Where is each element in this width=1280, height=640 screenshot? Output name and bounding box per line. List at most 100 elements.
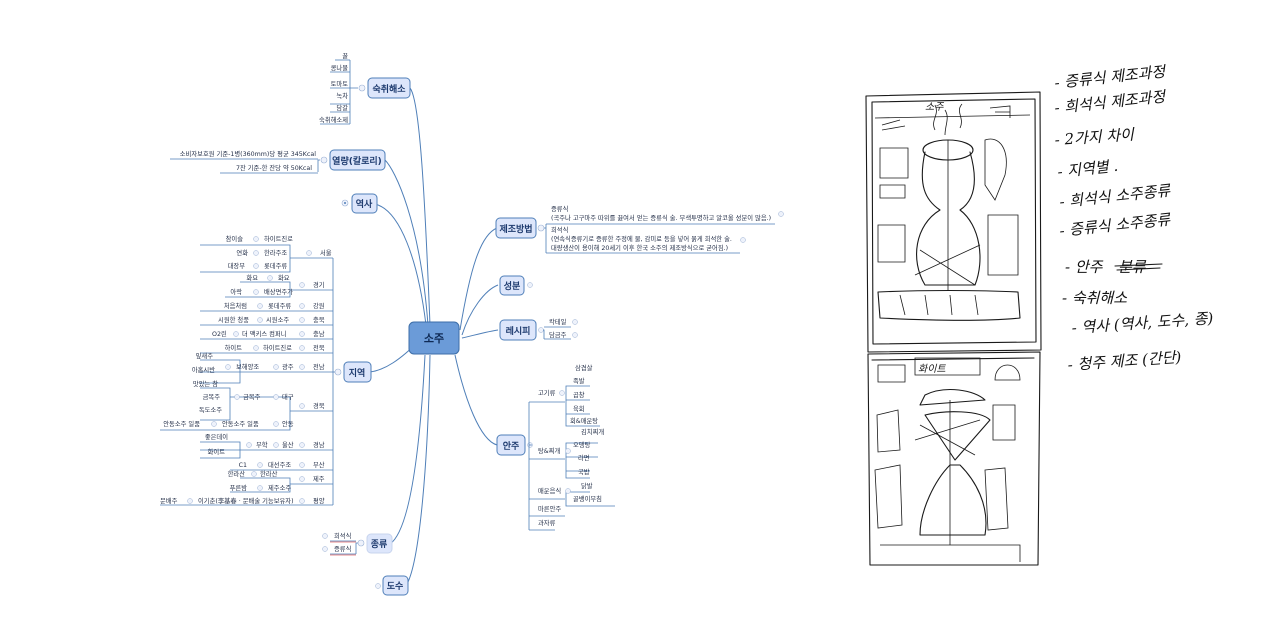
leaf-hangover[interactable]: 토마토 xyxy=(331,79,349,88)
branch-ingredients-label[interactable]: 성분 xyxy=(504,280,521,292)
leaf-snack-group[interactable]: 탕&찌개 xyxy=(538,446,560,455)
leaf-maker[interactable]: 하이트진로 xyxy=(263,343,292,352)
leaf-method-title[interactable]: 희석식 xyxy=(551,225,568,234)
leaf-calories[interactable]: 소비자보호원 기준-1병(360mm)당 평균 345Kcal xyxy=(180,149,316,158)
expand-toggle-icon[interactable] xyxy=(572,332,578,338)
collapse-toggle-icon[interactable] xyxy=(565,488,571,494)
leaf-calories[interactable]: 7잔 기준-한 잔당 약 50Kcal xyxy=(236,163,312,172)
collapse-toggle-icon[interactable] xyxy=(334,368,342,376)
leaf-type[interactable]: 희석식 xyxy=(334,531,351,540)
branch-hangover-label[interactable]: 숙취해소 xyxy=(372,83,406,95)
leaf-region[interactable]: 강원 xyxy=(313,301,325,310)
branch-recipe-label[interactable]: 레시피 xyxy=(506,325,531,337)
leaf-snack[interactable]: 김치찌개 xyxy=(581,427,604,436)
leaf-brand[interactable]: 맛있는 참 xyxy=(193,379,218,388)
leaf-recipe[interactable]: 칵테일 xyxy=(549,317,567,326)
leaf-city[interactable]: 울산 xyxy=(282,440,294,449)
leaf-maker[interactable]: 금복주 xyxy=(243,393,261,401)
leaf-brand[interactable]: 독도소주 xyxy=(199,406,222,414)
leaf-snack[interactable]: 족발 xyxy=(573,376,585,385)
leaf-region[interactable]: 평양 xyxy=(313,496,325,505)
leaf-maker[interactable]: 배상면주가 xyxy=(264,287,293,296)
leaf-snack[interactable]: 닭발 xyxy=(581,481,593,490)
leaf-maker[interactable]: 대선주조 xyxy=(268,460,291,469)
leaf-snack-group[interactable]: 매운음식 xyxy=(538,486,561,495)
leaf-maker[interactable]: 한라주조 xyxy=(264,248,287,257)
leaf-maker[interactable]: 한라산 xyxy=(260,469,278,478)
leaf-brand[interactable]: 참이슬 xyxy=(226,234,244,243)
leaf-city[interactable]: 안동 xyxy=(282,419,294,428)
leaf-snack-group[interactable]: 고기류 xyxy=(538,388,556,397)
collapse-toggle-icon[interactable] xyxy=(358,84,366,92)
collapse-toggle-icon[interactable] xyxy=(320,156,328,164)
leaf-brand[interactable]: 화요 xyxy=(246,274,258,282)
collapse-toggle-icon[interactable] xyxy=(559,390,565,396)
leaf-maker[interactable]: 무학 xyxy=(256,440,268,449)
leaf-brand[interactable]: 시원한 청풍 xyxy=(218,315,249,324)
leaf-snack[interactable]: 육회 xyxy=(573,405,585,413)
leaf-region[interactable]: 제주 xyxy=(313,475,325,483)
leaf-hangover[interactable]: 담갈 xyxy=(336,104,348,112)
leaf-snack[interactable]: 라면 xyxy=(578,453,590,462)
branch-region-label[interactable]: 지역 xyxy=(349,367,366,379)
leaf-brand[interactable]: 처음처럼 xyxy=(224,301,247,310)
collapse-toggle-icon[interactable] xyxy=(538,327,544,333)
leaf-brand[interactable]: 연화 xyxy=(236,249,248,257)
collapse-toggle-icon[interactable] xyxy=(537,224,545,232)
leaf-hangover[interactable]: 꿀 xyxy=(342,52,348,60)
leaf-snack-group[interactable]: 마른안주 xyxy=(538,504,561,513)
leaf-maker[interactable]: 화요 xyxy=(278,274,290,282)
leaf-snack[interactable]: 곱창 xyxy=(573,391,585,399)
expand-toggle-icon[interactable] xyxy=(778,211,784,217)
root-node[interactable]: 소주 xyxy=(408,321,460,355)
expand-toggle-icon[interactable] xyxy=(572,319,578,325)
leaf-maker[interactable]: 롯데주류 xyxy=(264,262,287,270)
leaf-method-desc[interactable]: (곡주나 고구마주 따위를 끓여서 얻는 증류식 술. 무색투명하고 알코올 성… xyxy=(551,213,771,222)
leaf-city[interactable]: 대구 xyxy=(282,393,294,401)
leaf-hangover[interactable]: 녹차 xyxy=(336,91,348,100)
leaf-hangover[interactable]: 콩나물 xyxy=(331,63,349,72)
leaf-brand[interactable]: 금복주 xyxy=(203,393,221,401)
leaf-brand[interactable]: O2린 xyxy=(212,330,227,338)
leaf-snack-group[interactable]: 과자류 xyxy=(538,518,556,527)
leaf-hangover[interactable]: 숙취해소제 xyxy=(319,115,348,124)
branch-abv-label[interactable]: 도수 xyxy=(387,581,404,592)
leaf-brand[interactable]: 잎새주 xyxy=(196,351,214,360)
leaf-snack[interactable]: 골뱅이무침 xyxy=(573,494,602,503)
leaf-region[interactable]: 경기 xyxy=(313,280,325,289)
leaf-region[interactable]: 전북 xyxy=(313,343,325,352)
leaf-type[interactable]: 증류식 xyxy=(334,544,351,553)
leaf-maker[interactable]: 하이트진로 xyxy=(264,234,293,243)
leaf-region[interactable]: 충북 xyxy=(313,315,325,324)
collapse-toggle-icon[interactable] xyxy=(357,539,365,547)
collapse-toggle-icon[interactable] xyxy=(565,448,571,454)
leaf-snack[interactable]: 회&매운탕 xyxy=(570,417,598,425)
leaf-region[interactable]: 부산 xyxy=(313,460,325,469)
leaf-maker[interactable]: 롯데주류 xyxy=(268,302,291,310)
leaf-brand[interactable]: 푸른밤 xyxy=(230,483,248,492)
branch-types-label[interactable]: 종류 xyxy=(371,539,388,550)
leaf-brand[interactable]: 아락 xyxy=(230,287,242,296)
leaf-region[interactable]: 충남 xyxy=(313,329,325,338)
expand-toggle-icon[interactable] xyxy=(375,583,381,589)
leaf-region[interactable]: 전남 xyxy=(313,362,325,371)
leaf-maker[interactable]: 보해양조 xyxy=(236,362,259,371)
leaf-maker[interactable]: 시원소주 xyxy=(266,315,289,324)
leaf-maker[interactable]: 안동소주 일품 xyxy=(222,419,259,428)
leaf-maker[interactable]: 더 맥키스 컴퍼니 xyxy=(242,329,287,338)
leaf-maker[interactable]: 이기춘(李基春 · 문배술 기능보유자) xyxy=(198,496,294,505)
leaf-region[interactable]: 서울 xyxy=(320,248,332,257)
leaf-method-desc[interactable]: 대량생산이 용이해 20세기 이후 한국 소주의 제조방식으로 굳어짐.) xyxy=(551,243,728,252)
branch-manufacturing-label[interactable]: 제조방법 xyxy=(499,223,532,235)
leaf-snack[interactable]: 오뎅탕 xyxy=(573,440,591,449)
leaf-brand[interactable]: 화이트 xyxy=(208,447,226,456)
leaf-brand[interactable]: 하이트 xyxy=(225,343,243,352)
leaf-snack[interactable]: 국밥 xyxy=(578,467,590,476)
leaf-method-desc[interactable]: (연속식증류기로 증류한 주정에 물, 감미료 등을 넣어 묽게 희석한 술. xyxy=(551,234,732,243)
leaf-brand[interactable]: 안동소주 일품 xyxy=(163,419,200,428)
expand-toggle-icon[interactable] xyxy=(527,282,533,288)
leaf-region[interactable]: 경북 xyxy=(313,401,325,410)
expand-toggle-icon[interactable] xyxy=(740,237,746,243)
leaf-region[interactable]: 경남 xyxy=(313,440,325,449)
leaf-snack[interactable]: 삼겹살 xyxy=(575,363,593,372)
